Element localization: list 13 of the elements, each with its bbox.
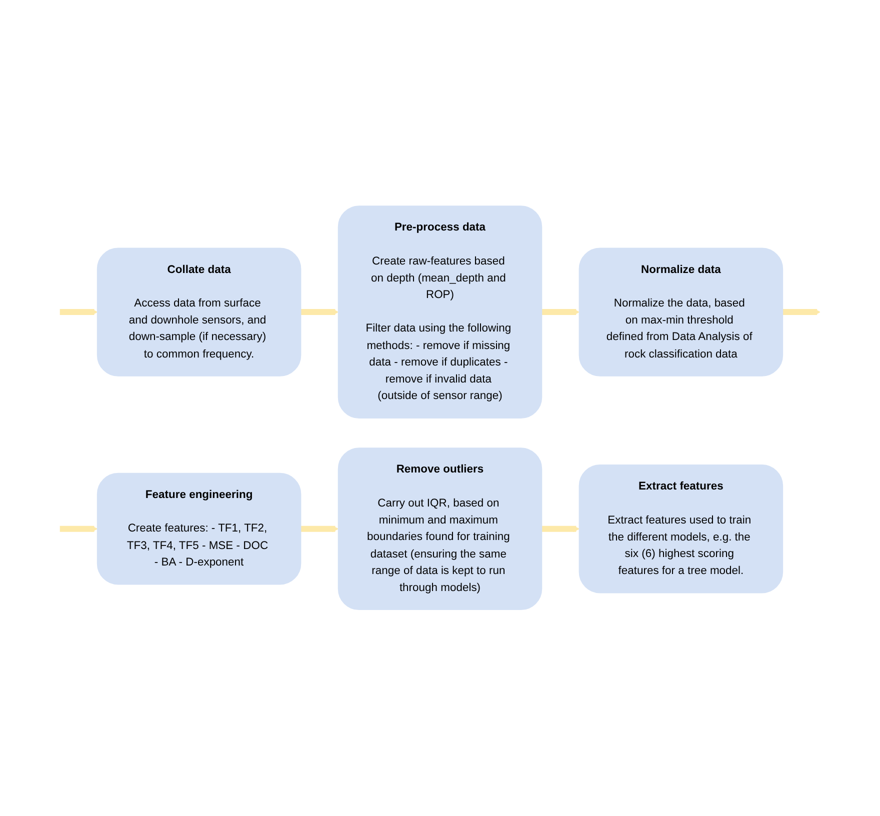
arrow [60,308,98,316]
node-box: Pre-process data Create raw-features based on depth (mean_depth and ROP) Filter data using the following methods: - remove if missing data - remove if duplicates - remove if invalid data (outside of sensor range) [338,206,542,419]
node-box: Feature engineering Create features: - TF1, TF2, TF3, TF4, TF5 - MSE - DOC - BA - D-exponent [96,473,302,585]
arrow [782,308,820,316]
node-box: Extract features Extract features used to train the different models, e.g. the six (6) highest scoring features for a tree model. [578,464,784,594]
arrow [542,308,580,316]
node-box: Collate data Access data from surface and downhole sensors, and down-sample (if necessary) to common frequency. [96,248,302,377]
node-box: Normalize data Normalize the data, based on max-min threshold defined from Data Analysis of rock classification data [578,248,784,377]
node-box: Remove outliers Carry out IQR, based on minimum and maximum boundaries found for training dataset (ensuring the same range of data is kept to run through models) [338,448,542,610]
arrow [300,526,339,532]
arrow [542,526,580,532]
arrow [60,526,98,532]
arrow [300,308,339,316]
